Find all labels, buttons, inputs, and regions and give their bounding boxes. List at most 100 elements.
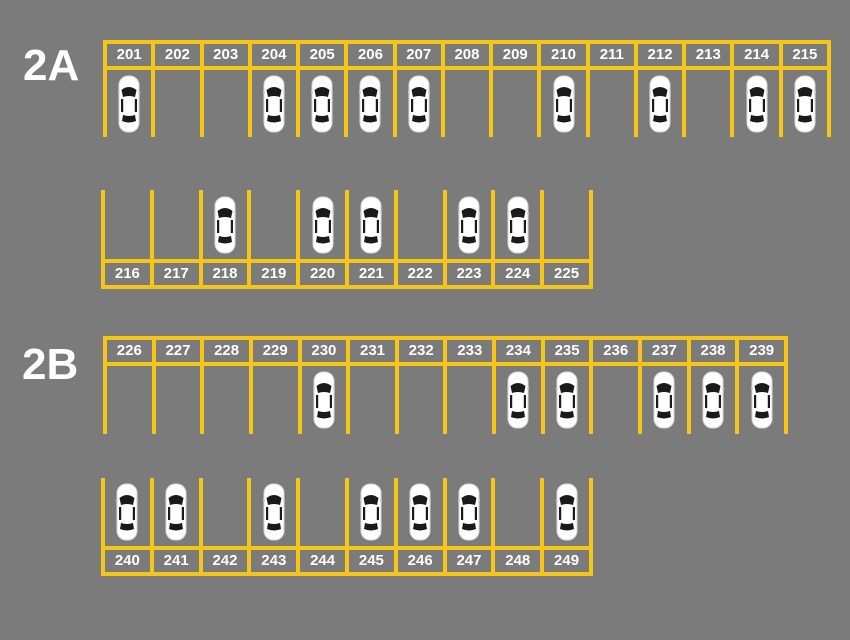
parking-spot-224[interactable] (495, 190, 545, 259)
car-icon (407, 75, 430, 133)
parking-spot-247[interactable] (447, 478, 496, 546)
spot-number-229: 229 (253, 340, 302, 362)
car-icon (793, 75, 816, 133)
spot-number-236: 236 (593, 340, 643, 362)
parking-spot-218[interactable] (203, 190, 252, 259)
car-icon (409, 483, 432, 541)
parking-bays (107, 366, 784, 434)
spot-number-237: 237 (642, 340, 691, 362)
parking-spot-231[interactable] (350, 366, 399, 434)
car-icon (702, 371, 724, 429)
spot-number-240: 240 (105, 550, 154, 572)
parking-spot-211[interactable] (590, 70, 638, 137)
parking-spot-238[interactable] (691, 366, 740, 434)
parking-spot-236[interactable] (593, 366, 643, 434)
parking-spot-210[interactable] (541, 70, 590, 137)
spot-number-210: 210 (541, 44, 590, 66)
spot-number-245: 245 (349, 550, 398, 572)
spot-number-225: 225 (554, 265, 580, 282)
parking-spot-237[interactable] (642, 366, 691, 434)
spot-number-201: 201 (107, 44, 156, 66)
car-icon (360, 483, 383, 541)
parking-spot-229[interactable] (253, 366, 302, 434)
spot-number-243: 243 (251, 550, 301, 572)
spot-number-228: 228 (204, 340, 253, 362)
parking-bays (107, 70, 827, 137)
zone-label-2b: 2B (22, 340, 79, 389)
parking-spot-213[interactable] (686, 70, 735, 137)
car-icon (552, 75, 575, 133)
parking-spot-232[interactable] (399, 366, 448, 434)
spot-number-218: 218 (203, 263, 252, 285)
parking-spot-243[interactable] (251, 478, 301, 546)
spot-number-217: 217 (154, 263, 203, 285)
car-icon (457, 483, 480, 541)
parking-spot-235[interactable] (545, 366, 594, 434)
spot-number-215: 215 (792, 46, 818, 63)
car-icon (653, 371, 676, 429)
parking-spot-212[interactable] (638, 70, 687, 137)
parking-spot-240[interactable] (105, 478, 154, 546)
car-icon (359, 75, 382, 133)
spot-number-248: 248 (495, 550, 545, 572)
parking-spot-249[interactable] (544, 478, 589, 546)
spot-number-238: 238 (691, 340, 740, 362)
car-icon (262, 483, 285, 541)
parking-spot-214[interactable] (734, 70, 783, 137)
spot-number-202: 202 (155, 44, 204, 66)
parking-spot-244[interactable] (300, 478, 349, 546)
spot-number-205: 205 (300, 44, 349, 66)
parking-spot-225[interactable] (544, 190, 589, 259)
parking-spot-201[interactable] (107, 70, 156, 137)
spot-number-214: 214 (734, 44, 783, 66)
parking-spot-207[interactable] (397, 70, 445, 137)
parking-spot-205[interactable] (300, 70, 349, 137)
spot-number-232: 232 (399, 340, 448, 362)
parking-spot-217[interactable] (154, 190, 203, 259)
spot-number-242: 242 (203, 550, 252, 572)
parking-spot-221[interactable] (349, 190, 398, 259)
parking-spot-215[interactable] (783, 70, 827, 137)
parking-spot-220[interactable] (300, 190, 349, 259)
parking-spot-246[interactable] (398, 478, 447, 546)
parking-spot-245[interactable] (349, 478, 398, 546)
parking-spot-233[interactable] (447, 366, 497, 434)
spot-number-239: 239 (749, 342, 775, 359)
parking-spot-208[interactable] (445, 70, 494, 137)
spot-number-230: 230 (302, 340, 351, 362)
parking-spot-223[interactable] (447, 190, 496, 259)
car-icon (311, 75, 334, 133)
spot-number-208: 208 (445, 44, 494, 66)
parking-spot-230[interactable] (302, 366, 351, 434)
zone-label-2a: 2A (23, 41, 80, 90)
car-icon (312, 371, 335, 429)
parking-spot-228[interactable] (204, 366, 253, 434)
parking-spot-209[interactable] (493, 70, 542, 137)
parking-spot-241[interactable] (154, 478, 203, 546)
parking-spot-248[interactable] (495, 478, 545, 546)
spot-number-223: 223 (447, 263, 496, 285)
parking-spot-226[interactable] (107, 366, 156, 434)
car-icon (507, 371, 530, 429)
spot-number-227: 227 (156, 340, 205, 362)
parking-spot-239[interactable] (739, 366, 784, 434)
parking-spot-216[interactable] (105, 190, 154, 259)
car-icon (360, 196, 383, 254)
spot-number-249: 249 (554, 552, 580, 569)
spot-number-226: 226 (107, 340, 156, 362)
parking-spot-202[interactable] (155, 70, 204, 137)
parking-spot-204[interactable] (252, 70, 301, 137)
parking-spot-234[interactable] (496, 366, 545, 434)
parking-spot-203[interactable] (204, 70, 252, 137)
parking-spot-206[interactable] (348, 70, 397, 137)
parking-spot-222[interactable] (398, 190, 447, 259)
car-icon (165, 483, 188, 541)
parking-spot-242[interactable] (203, 478, 252, 546)
parking-spot-227[interactable] (156, 366, 205, 434)
parking-spot-219[interactable] (251, 190, 301, 259)
spot-number-224: 224 (495, 263, 545, 285)
parking-bays (105, 190, 589, 259)
